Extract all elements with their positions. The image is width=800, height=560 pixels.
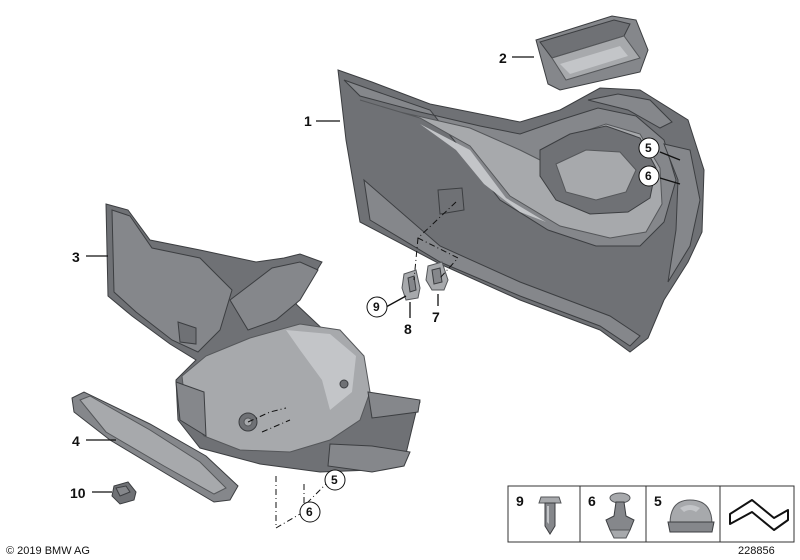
callout-3: 3 (72, 249, 80, 265)
part-8-clip-nut (401, 269, 421, 301)
callout-circle-5b: 5 (324, 469, 346, 491)
part-4-trim-strip (71, 391, 239, 503)
legend-label-9: 9 (516, 493, 524, 509)
callout-7: 7 (432, 309, 440, 325)
plug-cap-icon (667, 499, 715, 533)
assembly-line-5 (275, 476, 301, 529)
callout-5b: 5 (331, 473, 338, 487)
part-3-left-trunk-trim (105, 203, 421, 473)
callout-5a: 5 (645, 141, 652, 155)
callout-8: 8 (404, 321, 412, 337)
legend-cell-9 (507, 485, 581, 543)
callout-1: 1 (304, 113, 312, 129)
assembly-line-3 (247, 407, 287, 423)
parts-legend: 9 6 5 (507, 485, 795, 543)
expanding-rivet-icon (605, 492, 635, 539)
part-1-right-trunk-trim (337, 69, 705, 353)
callout-9: 9 (373, 300, 380, 314)
callout-circle-6b: 6 (299, 501, 321, 523)
copyright-notice: © 2019 BMW AG (6, 545, 90, 557)
legend-label-5: 5 (654, 493, 662, 509)
callout-circle-5a: 5 (638, 137, 660, 159)
clip-screw-icon (538, 496, 562, 535)
assembly-line-1 (417, 201, 459, 279)
diagram-number: 228856 (738, 545, 775, 557)
trim-panel-symbol-icon (729, 499, 789, 531)
assembly-line-2 (413, 237, 419, 281)
callout-6a: 6 (645, 169, 652, 183)
part-10-clip (111, 481, 137, 505)
callout-circle-9: 9 (366, 296, 388, 318)
callout-4: 4 (72, 433, 80, 449)
assembly-line-4 (261, 419, 291, 433)
callout-10: 10 (70, 485, 86, 501)
callout-circle-6a: 6 (638, 165, 660, 187)
leader-6a (659, 177, 681, 185)
leader-5a (659, 151, 681, 161)
leader-9 (385, 295, 407, 308)
callout-6b: 6 (306, 505, 313, 519)
part-2-storage-tray (535, 15, 649, 91)
part-7-clip-nut (425, 261, 449, 291)
callout-2: 2 (499, 50, 507, 66)
legend-label-6: 6 (588, 493, 596, 509)
